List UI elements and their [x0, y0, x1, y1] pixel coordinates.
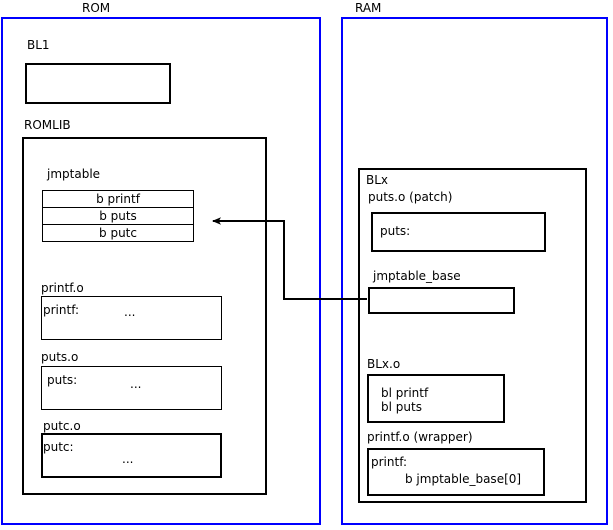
printf-wrapper-box — [367, 448, 545, 496]
printf-o-symbol: printf: — [43, 303, 80, 317]
romlib-label: ROMLIB — [24, 118, 71, 132]
puts-o-box — [41, 366, 222, 410]
putc-o-body: ... — [122, 452, 134, 466]
blx-o-box — [367, 374, 505, 423]
blx-o-line-2: bl puts — [381, 400, 422, 414]
jmptable-entry-0: b printf — [42, 190, 194, 208]
jmptable-base-label: jmptable_base — [373, 269, 461, 283]
puts-patch-label: puts.o (patch) — [368, 190, 453, 204]
puts-o-body: ... — [130, 377, 142, 391]
printf-o-body: ... — [124, 305, 136, 319]
printf-o-label: printf.o — [41, 281, 84, 295]
putc-o-box — [41, 433, 222, 478]
rom-region-title: ROM — [82, 1, 111, 15]
blx-o-label: BLx.o — [367, 357, 401, 371]
printf-wrapper-instruction: b jmptable_base[0] — [405, 472, 522, 486]
puts-o-label: puts.o — [41, 350, 79, 364]
puts-patch-symbol: puts: — [380, 224, 411, 238]
puts-o-symbol: puts: — [47, 373, 78, 387]
printf-wrapper-label: printf.o (wrapper) — [367, 430, 473, 444]
jmptable-label: jmptable — [47, 167, 101, 181]
bl1-box — [25, 63, 171, 104]
blx-label: BLx — [366, 173, 389, 187]
putc-o-symbol: putc: — [43, 440, 74, 454]
printf-wrapper-symbol: printf: — [371, 455, 408, 469]
jmptable-entry-1: b puts — [42, 207, 194, 225]
puts-patch-box — [371, 212, 546, 252]
putc-o-label: putc.o — [43, 419, 81, 433]
bl1-label: BL1 — [27, 38, 50, 52]
jmptable-entry-2: b putc — [42, 224, 194, 242]
jmptable-base-box — [368, 287, 515, 314]
blx-o-line-1: bl printf — [381, 386, 429, 400]
printf-o-box — [41, 296, 222, 340]
ram-region-title: RAM — [355, 1, 382, 15]
